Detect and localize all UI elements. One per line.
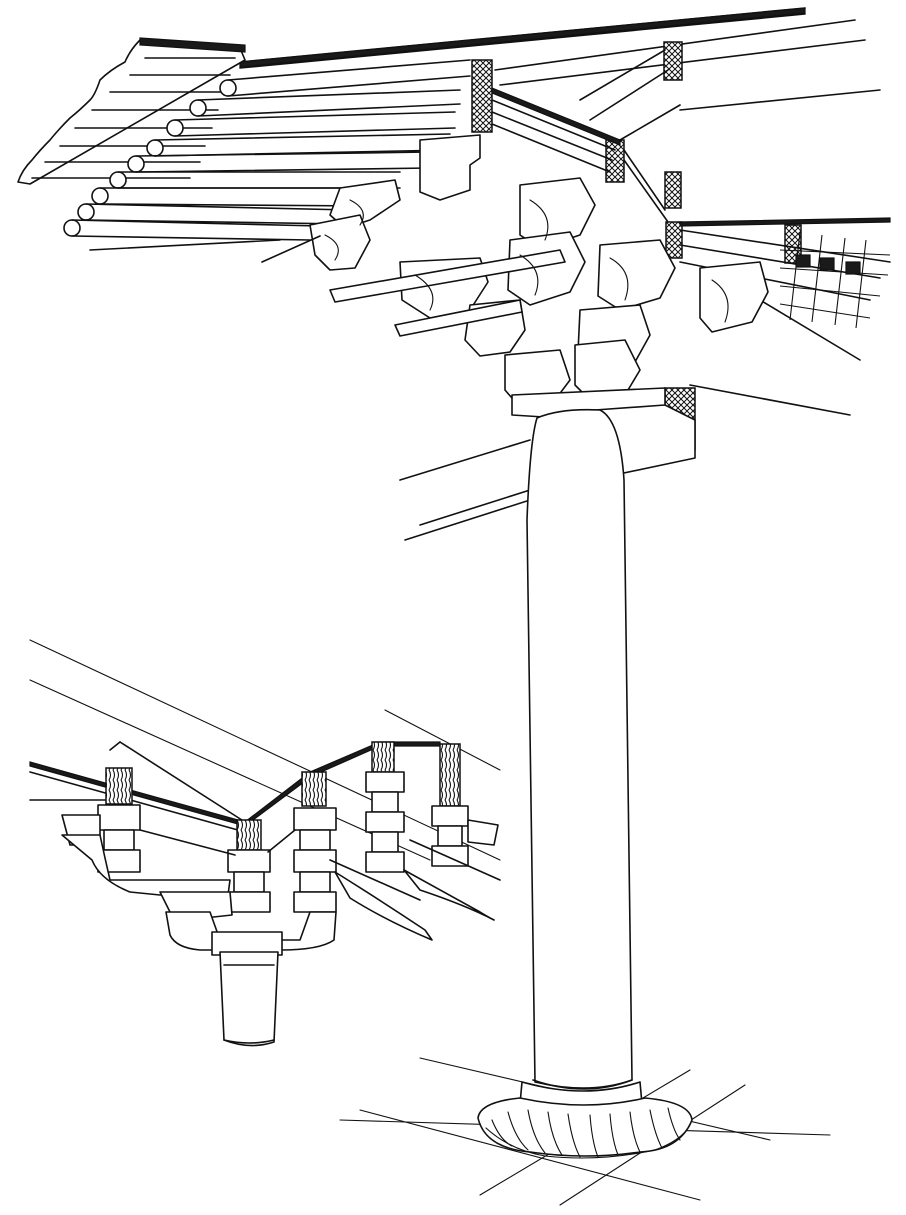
purlin-end-2	[663, 41, 683, 81]
lotus-column-base	[477, 1081, 693, 1159]
purlin-end-5	[665, 221, 683, 259]
rafter-end-5	[439, 743, 461, 807]
roof-eave-rafters	[17, 7, 881, 251]
rafter-end-2	[236, 819, 262, 851]
inset-column	[219, 951, 279, 1047]
rafter-end-3	[301, 771, 327, 807]
purlin-end-1	[471, 59, 493, 133]
rafter-end-1	[105, 767, 133, 805]
purlin-end-4	[664, 171, 682, 209]
bracket-stacks	[61, 771, 501, 956]
rafter-end-4	[371, 741, 395, 773]
column	[526, 408, 633, 1090]
inset-bracket-elevation	[29, 639, 501, 1047]
purlin-end-3	[605, 139, 625, 183]
bracket-arms	[309, 134, 769, 406]
lattice-ceiling	[779, 231, 891, 329]
